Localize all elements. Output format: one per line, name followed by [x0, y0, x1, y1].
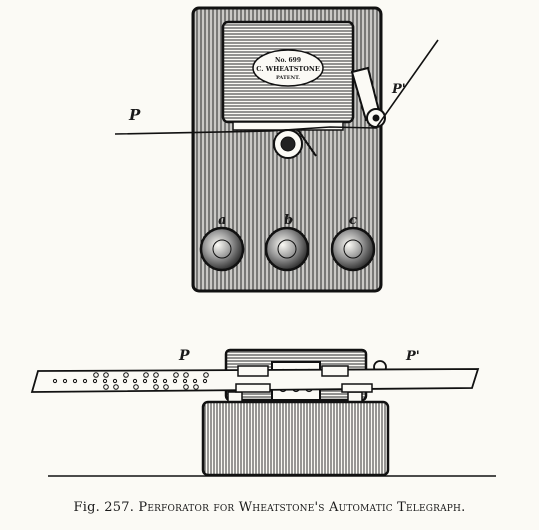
label-knob-c: c [349, 213, 357, 228]
key-knob-c [330, 226, 376, 272]
label-tape-right-top: P' [391, 82, 406, 97]
key-knob-b [264, 226, 310, 272]
tape-perforations [52, 372, 209, 390]
tape-guide [232, 121, 344, 131]
figure-title: Perforator for Wheatstone's Automatic Te… [138, 500, 466, 515]
paper-tape-top [114, 39, 439, 135]
base-block [201, 400, 390, 477]
figure-number: Fig. 257. [73, 500, 135, 515]
side-view: P P' [30, 348, 496, 477]
plate-line-2: C. WHEATSTONE [256, 65, 320, 73]
tape-roller-arm [350, 66, 386, 128]
top-view: No. 699 C. WHEATSTONE PATENT. P P' a b c [114, 6, 439, 293]
label-tape-left-top: P [128, 106, 141, 124]
label-knob-a: a [218, 213, 226, 228]
plate-line-1: No. 699 [275, 57, 301, 64]
label-tape-left-side: P [178, 348, 190, 364]
label-knob-b: b [284, 213, 293, 228]
figure-caption: Fig. 257. Perforator for Wheatstone's Au… [0, 500, 539, 515]
key-knob-a [199, 226, 245, 272]
plate-line-3: PATENT. [276, 75, 300, 81]
feed-wheel-hub [280, 136, 296, 152]
label-tape-right-side: P' [405, 349, 420, 364]
name-plate [252, 49, 324, 87]
